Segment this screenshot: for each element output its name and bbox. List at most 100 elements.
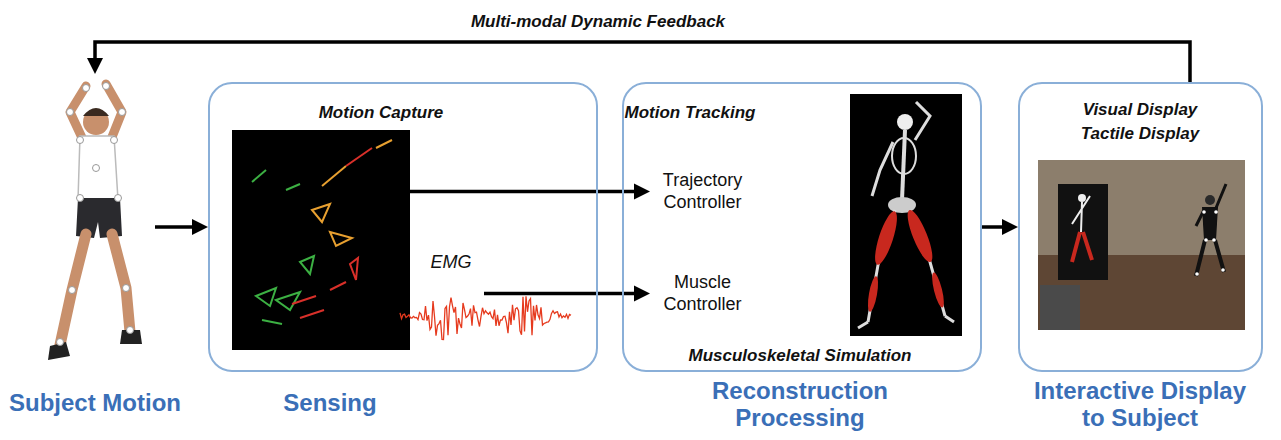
motion-capture-image [346, 148, 372, 166]
display-photo [1078, 194, 1086, 202]
controller-text: Muscle Controller [650, 272, 755, 315]
skeleton-image [858, 316, 954, 328]
marker-dots [93, 165, 100, 172]
display-photo [1038, 160, 1245, 330]
display-photo [1196, 240, 1224, 276]
panel-heading: Motion Tracking [590, 103, 790, 123]
marker-dots [1212, 238, 1216, 242]
display-photo [1196, 184, 1226, 226]
flow-arrow [410, 190, 634, 194]
subject-figure [60, 234, 86, 345]
stage-panel: Visual DisplayTactile DisplayInteractive… [1018, 82, 1263, 372]
flow-arrow [982, 225, 1002, 229]
stage-label: Sensing [230, 390, 430, 417]
stage-panel: Motion TrackingMusculoskeletal Simulatio… [622, 82, 982, 372]
motion-capture-image [276, 292, 300, 310]
motion-capture-image [322, 166, 346, 186]
motion-capture-image [312, 204, 330, 222]
marker-dots [77, 137, 84, 144]
stage-label: Interactive Display to Subject [1028, 378, 1253, 432]
image-heading: Motion Capture [281, 103, 481, 123]
subject-figure [78, 136, 118, 200]
motion-capture-image [292, 296, 316, 304]
panel-heading: Tactile Display [1030, 124, 1250, 144]
motion-capture-image [232, 130, 410, 350]
skeleton-image [850, 94, 962, 336]
skeleton-image [871, 209, 902, 267]
subject-figure: Subject Motion [35, 74, 155, 370]
skeleton-image [903, 207, 937, 264]
connector-group [982, 219, 1018, 235]
marker-dots [1204, 238, 1208, 242]
flow-arrow [95, 42, 1190, 82]
marker-dots [57, 83, 134, 346]
stage-label: Subject Motion [0, 390, 205, 417]
marker-dots [103, 83, 110, 90]
panel-heading: Musculoskeletal Simulation [650, 346, 950, 366]
skeleton-image [930, 272, 946, 309]
display-photo [1072, 196, 1090, 232]
display-photo [1205, 195, 1215, 205]
controller-label: Muscle Controller [650, 270, 755, 317]
edge-label: Multi-modal Dynamic Feedback [438, 12, 758, 32]
motion-capture-image [232, 130, 410, 350]
flow-arrow [484, 292, 634, 296]
motion-capture-image [330, 282, 346, 290]
marker-dots [111, 137, 118, 144]
display-photo [1038, 160, 1245, 330]
motion-capture-image [286, 184, 300, 190]
subject-figure [112, 234, 130, 332]
motion-capture-image [300, 310, 324, 318]
motion-capture-image [252, 170, 266, 182]
skeleton-image [866, 276, 880, 313]
marker-dots [1221, 268, 1225, 272]
signal-label: EMG [418, 252, 484, 274]
marker-dots [123, 285, 130, 292]
connector-group [87, 42, 1190, 82]
connector-group [410, 184, 650, 200]
arrow-head [1002, 219, 1018, 235]
skeleton-image [872, 142, 893, 196]
panel-heading: Visual Display [1030, 100, 1250, 120]
motion-capture-image [376, 140, 392, 148]
marker-dots [69, 287, 76, 294]
controller-text: Trajectory Controller [650, 170, 755, 213]
skeleton-image [850, 94, 962, 336]
subject-figure [48, 83, 142, 361]
flow-arrow [155, 225, 192, 229]
motion-capture-image [300, 256, 314, 274]
signal-node: EMG [418, 252, 484, 300]
arrow-head [634, 184, 650, 200]
connector-group [484, 286, 650, 302]
subject-figure [83, 109, 109, 135]
motion-capture-image [252, 140, 392, 324]
marker-dots [77, 195, 84, 202]
marker-dots [1195, 210, 1225, 276]
display-photo [1040, 285, 1080, 330]
display-photo [1058, 184, 1108, 280]
skeleton-image [897, 114, 913, 130]
arrow-head [634, 286, 650, 302]
marker-dots [1195, 272, 1199, 276]
emg-waveform [400, 296, 571, 339]
skeleton-image [892, 138, 916, 174]
stage-label: Reconstruction Processing [695, 378, 905, 432]
skeleton-image [915, 102, 930, 140]
arrow-head [192, 219, 208, 235]
marker-dots [67, 109, 74, 116]
marker-dots [119, 109, 126, 116]
skeleton-image [902, 130, 905, 200]
stage-panel: SensingMotion CaptureEMG [208, 82, 598, 372]
motion-capture-image [256, 288, 276, 306]
display-photo [1202, 207, 1218, 240]
image-panel: Motion Capture [232, 130, 410, 350]
motion-capture-image [262, 320, 282, 324]
marker-dots [1214, 210, 1218, 214]
motion-capture-image [330, 232, 352, 246]
arrow-head [87, 58, 103, 74]
marker-dots [127, 327, 134, 334]
display-photo [1072, 232, 1092, 262]
